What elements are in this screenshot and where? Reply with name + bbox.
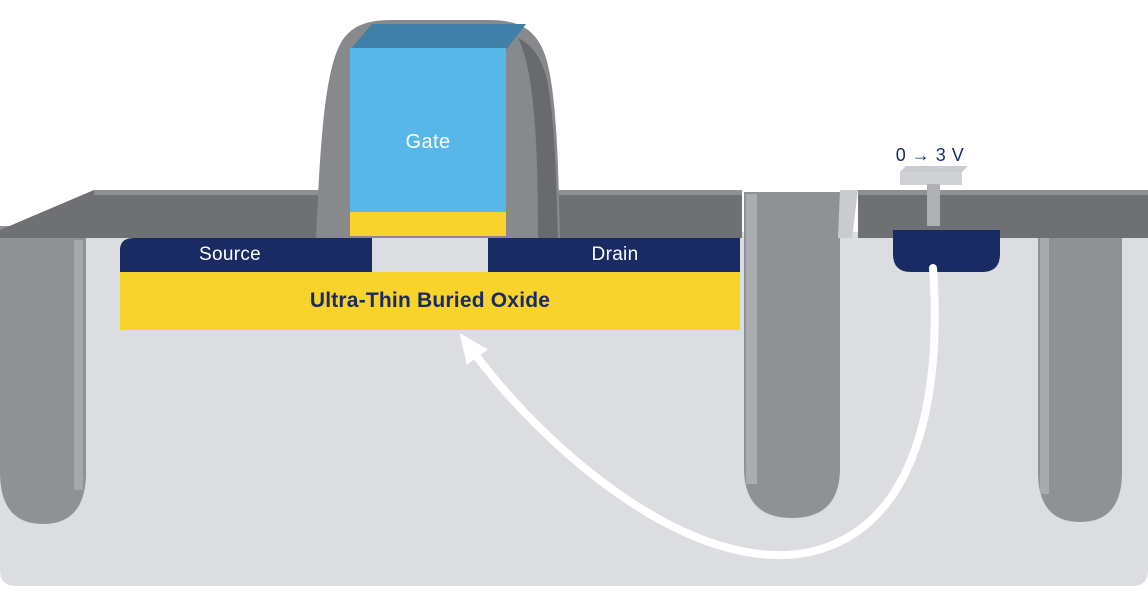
buried-oxide-label: Ultra-Thin Buried Oxide [309, 289, 551, 312]
drain-label: Drain [591, 244, 639, 265]
source-label: Source [198, 244, 261, 265]
sti-trench-right [1038, 192, 1122, 522]
gate-top-face [350, 24, 526, 50]
gate-label: Gate [405, 131, 451, 153]
buried-oxide-region [120, 272, 740, 330]
gate-spacer-shadow [518, 38, 558, 238]
drain-region [488, 238, 740, 272]
source-region [120, 238, 372, 272]
sti-trench-left-highlight [74, 240, 83, 490]
surface-gap-sliver [838, 190, 858, 238]
surface-band-right-topface [858, 190, 1148, 195]
sti-trench-middle [744, 192, 840, 518]
gate-region [350, 48, 506, 212]
back-gate-well [893, 230, 1000, 272]
back-gate-contact-plate [900, 172, 962, 185]
sti-trench-middle-highlight [746, 194, 757, 484]
voltage-label: 0 → 3 V [895, 145, 965, 165]
sti-trench-right-highlight [1040, 194, 1049, 494]
back-gate-contact-stem [927, 184, 940, 226]
gate-oxide [350, 212, 506, 236]
body-bias-arrow [459, 264, 939, 560]
back-gate-contact-topface [900, 166, 968, 172]
sti-trench-left [0, 226, 86, 524]
